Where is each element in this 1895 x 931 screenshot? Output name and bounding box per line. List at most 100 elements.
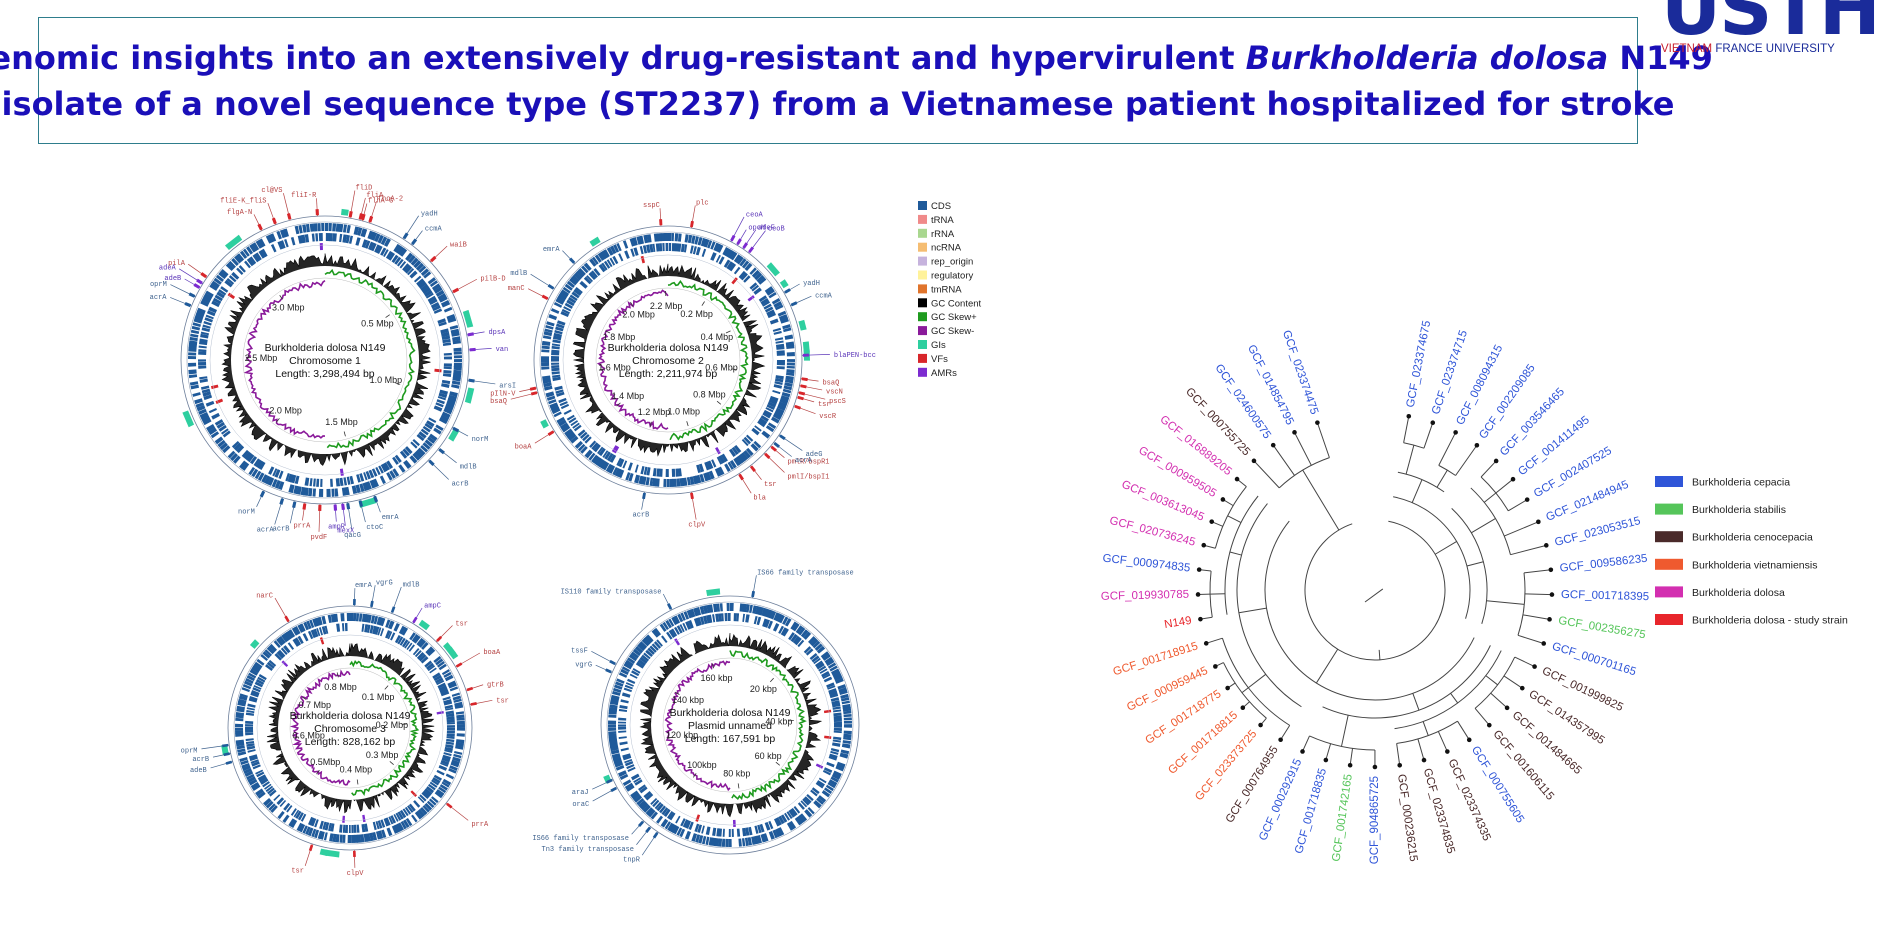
tick-label: 2.0 Mbp: [269, 405, 302, 415]
feature-label: gtrB: [487, 682, 504, 690]
tree-tip: [1196, 567, 1202, 572]
feature-label: adeG: [806, 451, 823, 459]
tree-legend-label: Burkholderia dolosa - study strain: [1692, 615, 1848, 627]
tree-tip: [1397, 762, 1403, 768]
legend-label: regulatory: [931, 271, 973, 282]
legend-swatch: [918, 367, 927, 377]
tree-tip: [1292, 430, 1297, 435]
tick: [731, 368, 737, 370]
feature-label: narC: [256, 593, 273, 601]
tree-branch: [1423, 422, 1434, 449]
tree-branch: [1340, 715, 1349, 747]
feature-mark: [468, 378, 475, 383]
feature-mark: [794, 404, 801, 410]
gc-skew-positive: [729, 650, 807, 801]
tree-branch: [1405, 444, 1415, 475]
feature-mark: [271, 217, 277, 225]
feature-label: boaA: [483, 649, 501, 657]
tree-legend-swatch: [1655, 614, 1683, 625]
feature-mark: [370, 600, 374, 608]
feature-label: bsaQ: [822, 380, 839, 388]
ring: [186, 221, 464, 499]
gis-track: [540, 236, 810, 429]
tree-branch: [1450, 693, 1459, 704]
map-organism: Burkholderia dolosa N149: [608, 342, 729, 354]
phylogenetic-tree: GCF_023374675GCF_023374715GCF_008094315G…: [1101, 320, 1650, 865]
feature-label: ccmA: [815, 293, 833, 301]
tree-leaf-label: GCF_001718835: [1293, 767, 1329, 855]
feature-mark: [346, 502, 351, 510]
title-box: Genomic insights into an extensively dru…: [0, 17, 1713, 144]
feature-label: tnpR: [623, 856, 641, 864]
feature-label: boaA: [515, 443, 533, 451]
tree-tip: [1270, 442, 1276, 448]
feature-label: norM: [472, 436, 489, 444]
tree-leaf-label: GCF_001718395: [1561, 589, 1650, 603]
tree-branch: [1503, 675, 1523, 689]
gc-inner-mask: [231, 266, 419, 454]
feature-label: yadH: [803, 280, 820, 288]
tick-label: 0.4 Mbp: [340, 765, 373, 775]
gc-skew-negative: [664, 660, 731, 792]
tick: [279, 295, 283, 300]
feature-mark: [652, 832, 659, 839]
tick-label: 3.0 Mbp: [272, 303, 305, 313]
tree-branch: [1411, 479, 1423, 503]
feature-label: acrA: [257, 526, 275, 534]
tree-tip: [1493, 458, 1499, 464]
tick-label: 0.1 Mbp: [362, 692, 395, 702]
tree-tip: [1474, 442, 1480, 448]
tree-branch: [1302, 469, 1340, 531]
tree-branch: [1302, 735, 1310, 752]
tick-label: 0.6 Mbp: [292, 730, 325, 740]
tree-leaf-label: GCF_020736245: [1108, 515, 1196, 549]
ring: [539, 231, 797, 489]
outer-ring: [533, 225, 803, 495]
feature-label: tsr: [291, 868, 304, 876]
feature-mark: [547, 430, 555, 436]
tree-arc: [1451, 507, 1488, 624]
tree-tip: [1278, 737, 1283, 743]
feature-label: araJ: [572, 789, 589, 797]
feature-label: vscN: [826, 389, 843, 397]
feature-mark: [541, 294, 549, 300]
tree-branch: [1523, 569, 1551, 574]
tree-leaf-label: GCF_000974835: [1102, 553, 1191, 575]
ring: [595, 287, 741, 433]
feature-label: emrA: [543, 246, 561, 254]
tree-branch: [1480, 460, 1497, 478]
feature-mark: [751, 590, 756, 598]
feature-label: vgrG: [575, 662, 592, 670]
feature-label: qacG: [344, 532, 361, 540]
feature-marker: [731, 277, 738, 285]
feature-mark: [690, 220, 694, 228]
feature-mark: [361, 213, 366, 221]
tree-branch: [1510, 544, 1547, 556]
tree-branch: [1294, 432, 1312, 466]
tree-arc: [1264, 520, 1475, 701]
feature-mark: [341, 503, 345, 511]
tick-label: 140 kbp: [672, 695, 704, 705]
feature-label: van: [496, 346, 509, 354]
tree-leaf-label: GCF_000701165: [1550, 641, 1637, 679]
legend-swatch: [918, 340, 927, 349]
legend-swatch: [918, 270, 927, 280]
legend-label: rRNA: [931, 229, 955, 240]
legend-label: rep_origin: [931, 257, 973, 268]
tree-branch: [1417, 738, 1425, 761]
feature-mark: [455, 662, 463, 668]
ring: [256, 634, 444, 822]
tree-arc: [1322, 645, 1491, 719]
tree-branch: [1349, 748, 1354, 766]
tick-label: 2.5 Mbp: [245, 353, 278, 363]
tick-label: 160 kbp: [700, 673, 732, 683]
tree-tip: [1504, 705, 1510, 711]
feature-mark: [446, 802, 453, 809]
map-organism: Burkholderia dolosa N149: [670, 707, 791, 719]
tree-branch: [1508, 499, 1528, 512]
tick-label: 2.2 Mbp: [650, 301, 683, 311]
feature-label: fliA: [366, 192, 384, 200]
legend-label: AMRs: [931, 368, 957, 379]
